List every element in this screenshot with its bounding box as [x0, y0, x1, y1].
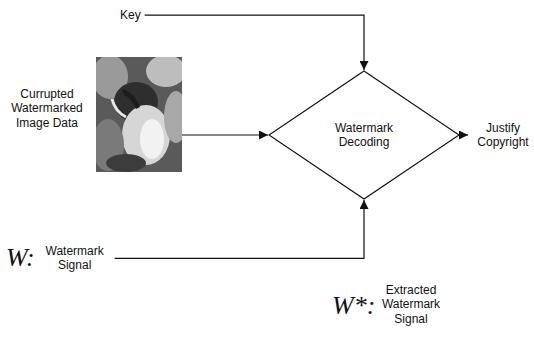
connector-arrow	[460, 134, 468, 135]
signal-label: Extracted Watermark Signal	[376, 283, 446, 326]
pepper-stem	[122, 89, 140, 109]
decision-diamond: Watermark Decoding	[268, 70, 460, 200]
connector-arrow	[182, 134, 268, 135]
output-label: Justify Copyright	[472, 121, 534, 150]
input-label: Key	[120, 8, 141, 22]
pepper-shadow	[106, 154, 146, 172]
connector-arrow	[115, 200, 364, 258]
node-label: Key	[120, 8, 141, 22]
pepper-stem	[112, 99, 126, 117]
pepper-highlight	[140, 119, 164, 159]
node-label: Justify Copyright	[472, 121, 534, 150]
image-node: Currupted Watermarked Image Data	[96, 57, 182, 172]
signal-label: Watermark Signal	[39, 244, 111, 273]
signal-label: W:Watermark Signal	[6, 244, 111, 273]
signal-symbol: W*:	[332, 293, 375, 319]
pepper	[146, 57, 182, 87]
pepper	[164, 91, 182, 143]
peppers-photo	[96, 57, 182, 172]
diamond-shape	[269, 71, 459, 199]
node-label: Currupted Watermarked Image Data	[6, 87, 88, 130]
signal-symbol: W:	[6, 245, 35, 271]
process-label: Watermark Decoding	[322, 121, 406, 150]
